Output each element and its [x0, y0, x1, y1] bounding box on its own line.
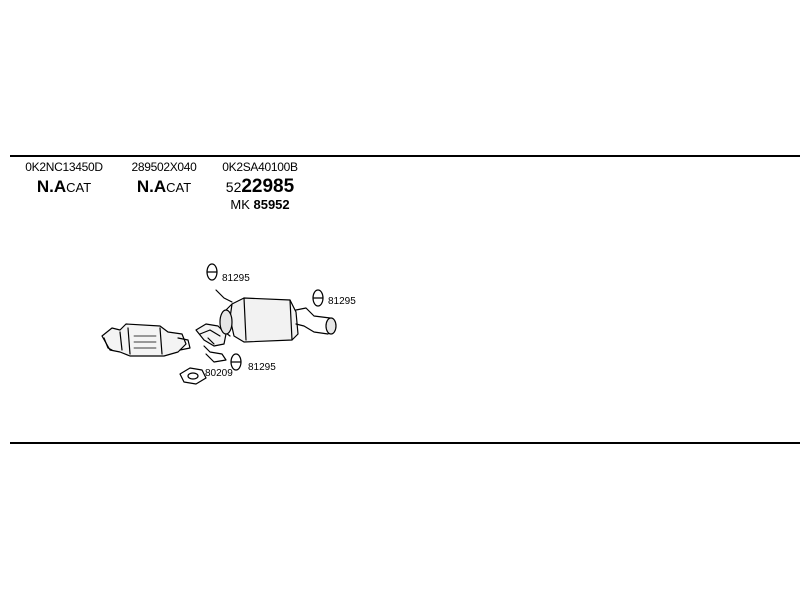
mk-value: 85952: [253, 197, 290, 212]
front-pipe-drawing: [195, 323, 227, 363]
part-column-catalyst-2: 289502X040 N.ACAT: [122, 160, 206, 197]
ref-prefix: 52: [225, 179, 242, 195]
hanger-rear-part-number: 81295: [328, 296, 356, 307]
availability-label: N.ACAT: [20, 177, 108, 197]
hanger-bottom-part-number: 81295: [248, 362, 276, 373]
ref-number: 22985: [241, 176, 295, 197]
mk-reference: MK 85952: [210, 197, 310, 212]
rubber-hanger-icon-rear: [312, 289, 324, 307]
part-number: 289502X040: [131, 160, 197, 174]
part-number: 0K2SA40100B: [222, 160, 298, 174]
hanger-top-part-number: 81295: [222, 273, 250, 284]
tail-pipe-drawing: [295, 307, 337, 335]
reference-number: 5222985: [210, 176, 310, 198]
na-label: N.A: [136, 177, 167, 196]
gasket-part-number: 80209: [205, 368, 233, 379]
mk-label: MK: [230, 197, 250, 212]
catalytic-converter-drawing: [101, 323, 191, 357]
muffler-drawing: [215, 289, 299, 343]
part-number: 0K2NC13450D: [25, 160, 103, 174]
gasket-icon: [179, 367, 207, 385]
rubber-hanger-icon-bottom: [230, 353, 242, 371]
rubber-hanger-icon-top: [206, 263, 218, 281]
na-label: N.A: [36, 177, 67, 196]
part-column-catalyst-1: 0K2NC13450D N.ACAT: [20, 160, 108, 197]
cat-label: CAT: [166, 180, 192, 195]
top-divider-line: [10, 155, 800, 157]
availability-label: N.ACAT: [122, 177, 206, 197]
part-column-muffler: 0K2SA40100B 5222985 MK 85952: [210, 160, 310, 212]
cat-label: CAT: [66, 180, 92, 195]
bottom-divider-line: [10, 442, 800, 444]
